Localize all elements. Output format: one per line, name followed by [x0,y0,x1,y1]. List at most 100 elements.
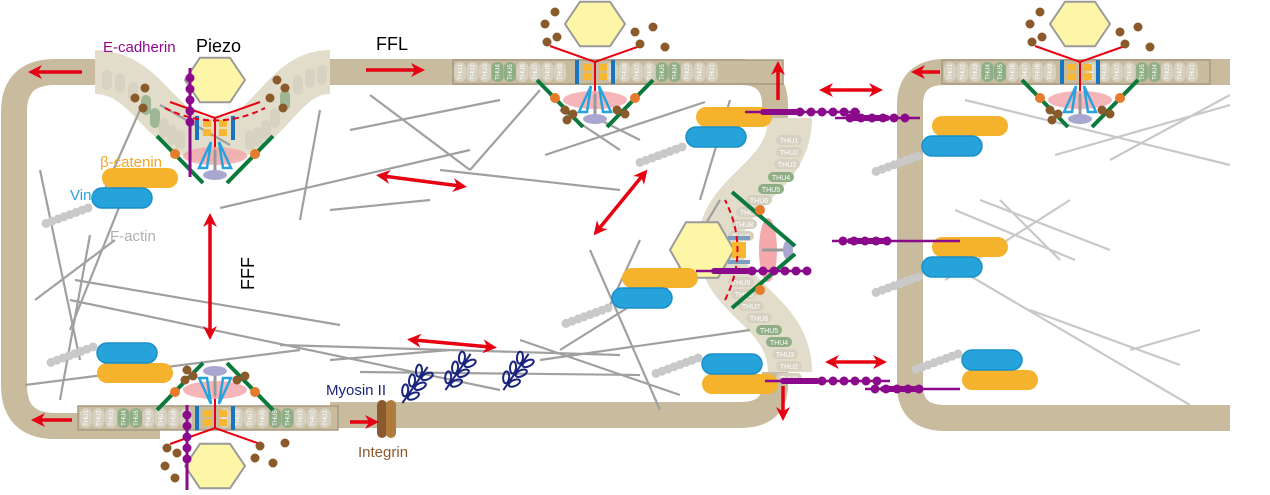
junction-bar-icon [231,116,235,140]
f-actin-bead-icon [561,318,571,328]
orange-node-icon [250,387,260,397]
thu-domain-thu5 [130,408,142,428]
adhesion-unit [46,342,173,383]
green-arm-icon [1020,78,1070,129]
myosin-head [514,368,528,378]
brown-dot-icon [188,371,198,381]
thu-domain-thu1 [454,62,466,82]
brown-dot-icon [265,93,275,103]
integrin-label: Integrin [358,444,408,461]
thu-domain-label: THU7 [635,64,641,80]
thu-domain-thu2 [115,73,125,93]
orange-node-icon [170,149,180,159]
thu-domain-thu4 [491,62,504,82]
thu-domain-thu7 [1111,62,1123,82]
junction-block-icon [1068,73,1076,80]
myosin-head [420,371,434,382]
thu-domain-thu8 [731,219,757,229]
junction-bar-icon [1060,60,1064,84]
junction-bar-icon [1096,60,1100,84]
cadherin-bead-icon [900,113,910,123]
f-actin-bead-icon [651,368,661,378]
brown-dot-icon [170,473,180,483]
brown-dot-icon [280,83,290,93]
thu-domain-label: THU9 [732,280,750,287]
myosin-head [401,383,410,398]
cadherin-bead-icon [882,236,892,246]
myosin-rod [502,353,530,391]
myosin-head [515,350,524,365]
thu-domain-label: THU7 [1023,64,1029,80]
brown-dot-icon [1027,37,1037,47]
loop-icon [197,141,213,170]
thu-domain-thu7 [155,408,167,428]
thu-domain-label: THU8 [546,64,552,80]
thu-domain-thu7 [529,62,541,82]
brown-dot-icon [182,365,192,375]
thu-domain-label: THU3 [1165,64,1171,80]
orange-node-icon [170,387,180,397]
cadherin-bead-icon [867,113,877,123]
myosin-ii-icon [502,350,535,391]
brown-dot-icon [255,441,265,451]
thu-domain-thu4 [668,62,681,82]
junction-block-icon [203,129,211,136]
f-actin-bead-icon [871,287,881,297]
right-cell-membrane [897,59,1230,431]
thu-domain-label: THU4 [986,64,992,80]
cadherin-strand [765,376,890,386]
piezo-channel-icon [183,56,247,104]
cadherin-strand [832,236,960,246]
beta-catenin-icon [962,370,1038,390]
cadherin-bead-icon [185,95,195,105]
cadherin-bead-icon [881,384,891,394]
brown-dot-icon [620,109,630,119]
piezo-label: Piezo [196,36,241,56]
junction-block-icon [599,73,607,80]
thu-domain-thu3 [294,408,306,428]
orange-node-icon [250,149,260,159]
cadherin-bead-icon [839,376,849,386]
actin-filament [1029,308,1181,367]
thu-domain-label: THU1 [458,64,464,80]
actin-filament [329,198,431,212]
beta-catenin-icon [622,268,698,288]
thu-domain-label: THU8 [236,410,242,426]
f-actin-bead-icon [871,166,881,176]
thu-domain-label: THU5 [660,64,666,80]
thu-domain-thu9 [245,130,255,150]
cadherin-domain [780,378,820,384]
green-arm-icon [1090,78,1140,129]
brown-dot-icon [568,109,578,119]
loop-icon [577,85,593,114]
brown-dot-icon [540,19,550,29]
junction-block-icon [1084,64,1092,71]
e-cadherin-strand [185,68,195,177]
cadherin-bead-icon [185,84,195,94]
thu-domain-label: THU4 [772,175,790,182]
cadherin-strand [865,384,960,394]
junction-block-icon [203,120,211,127]
vinculin-icon [701,353,763,375]
thu-domain-label: THU5 [762,187,780,194]
junction-block-icon [219,419,227,426]
beta-catenin-icon [696,107,772,127]
vinculin-icon [921,256,983,278]
e-cadherin-strand [182,405,192,490]
brown-dot-icon [130,93,140,103]
f-actin-bead-icon [911,364,921,374]
orange-node-icon [1115,93,1125,103]
thu-domain-label: THU1 [84,410,90,426]
thu-domain-label: THU8 [172,410,178,426]
bottom-center-arrow [407,333,497,354]
myosin-head [413,381,427,391]
junction-block-icon [219,120,227,127]
adhesion-unit [871,116,1008,176]
green-arm-icon [155,361,205,412]
loop-icon [1082,85,1098,114]
cadherin-bead-icon [182,443,192,453]
thu-domain-thu4 [117,408,130,428]
myosin-head [451,360,460,375]
thu-domain-thu6 [746,313,772,323]
thu-domain-thu2 [466,62,479,82]
